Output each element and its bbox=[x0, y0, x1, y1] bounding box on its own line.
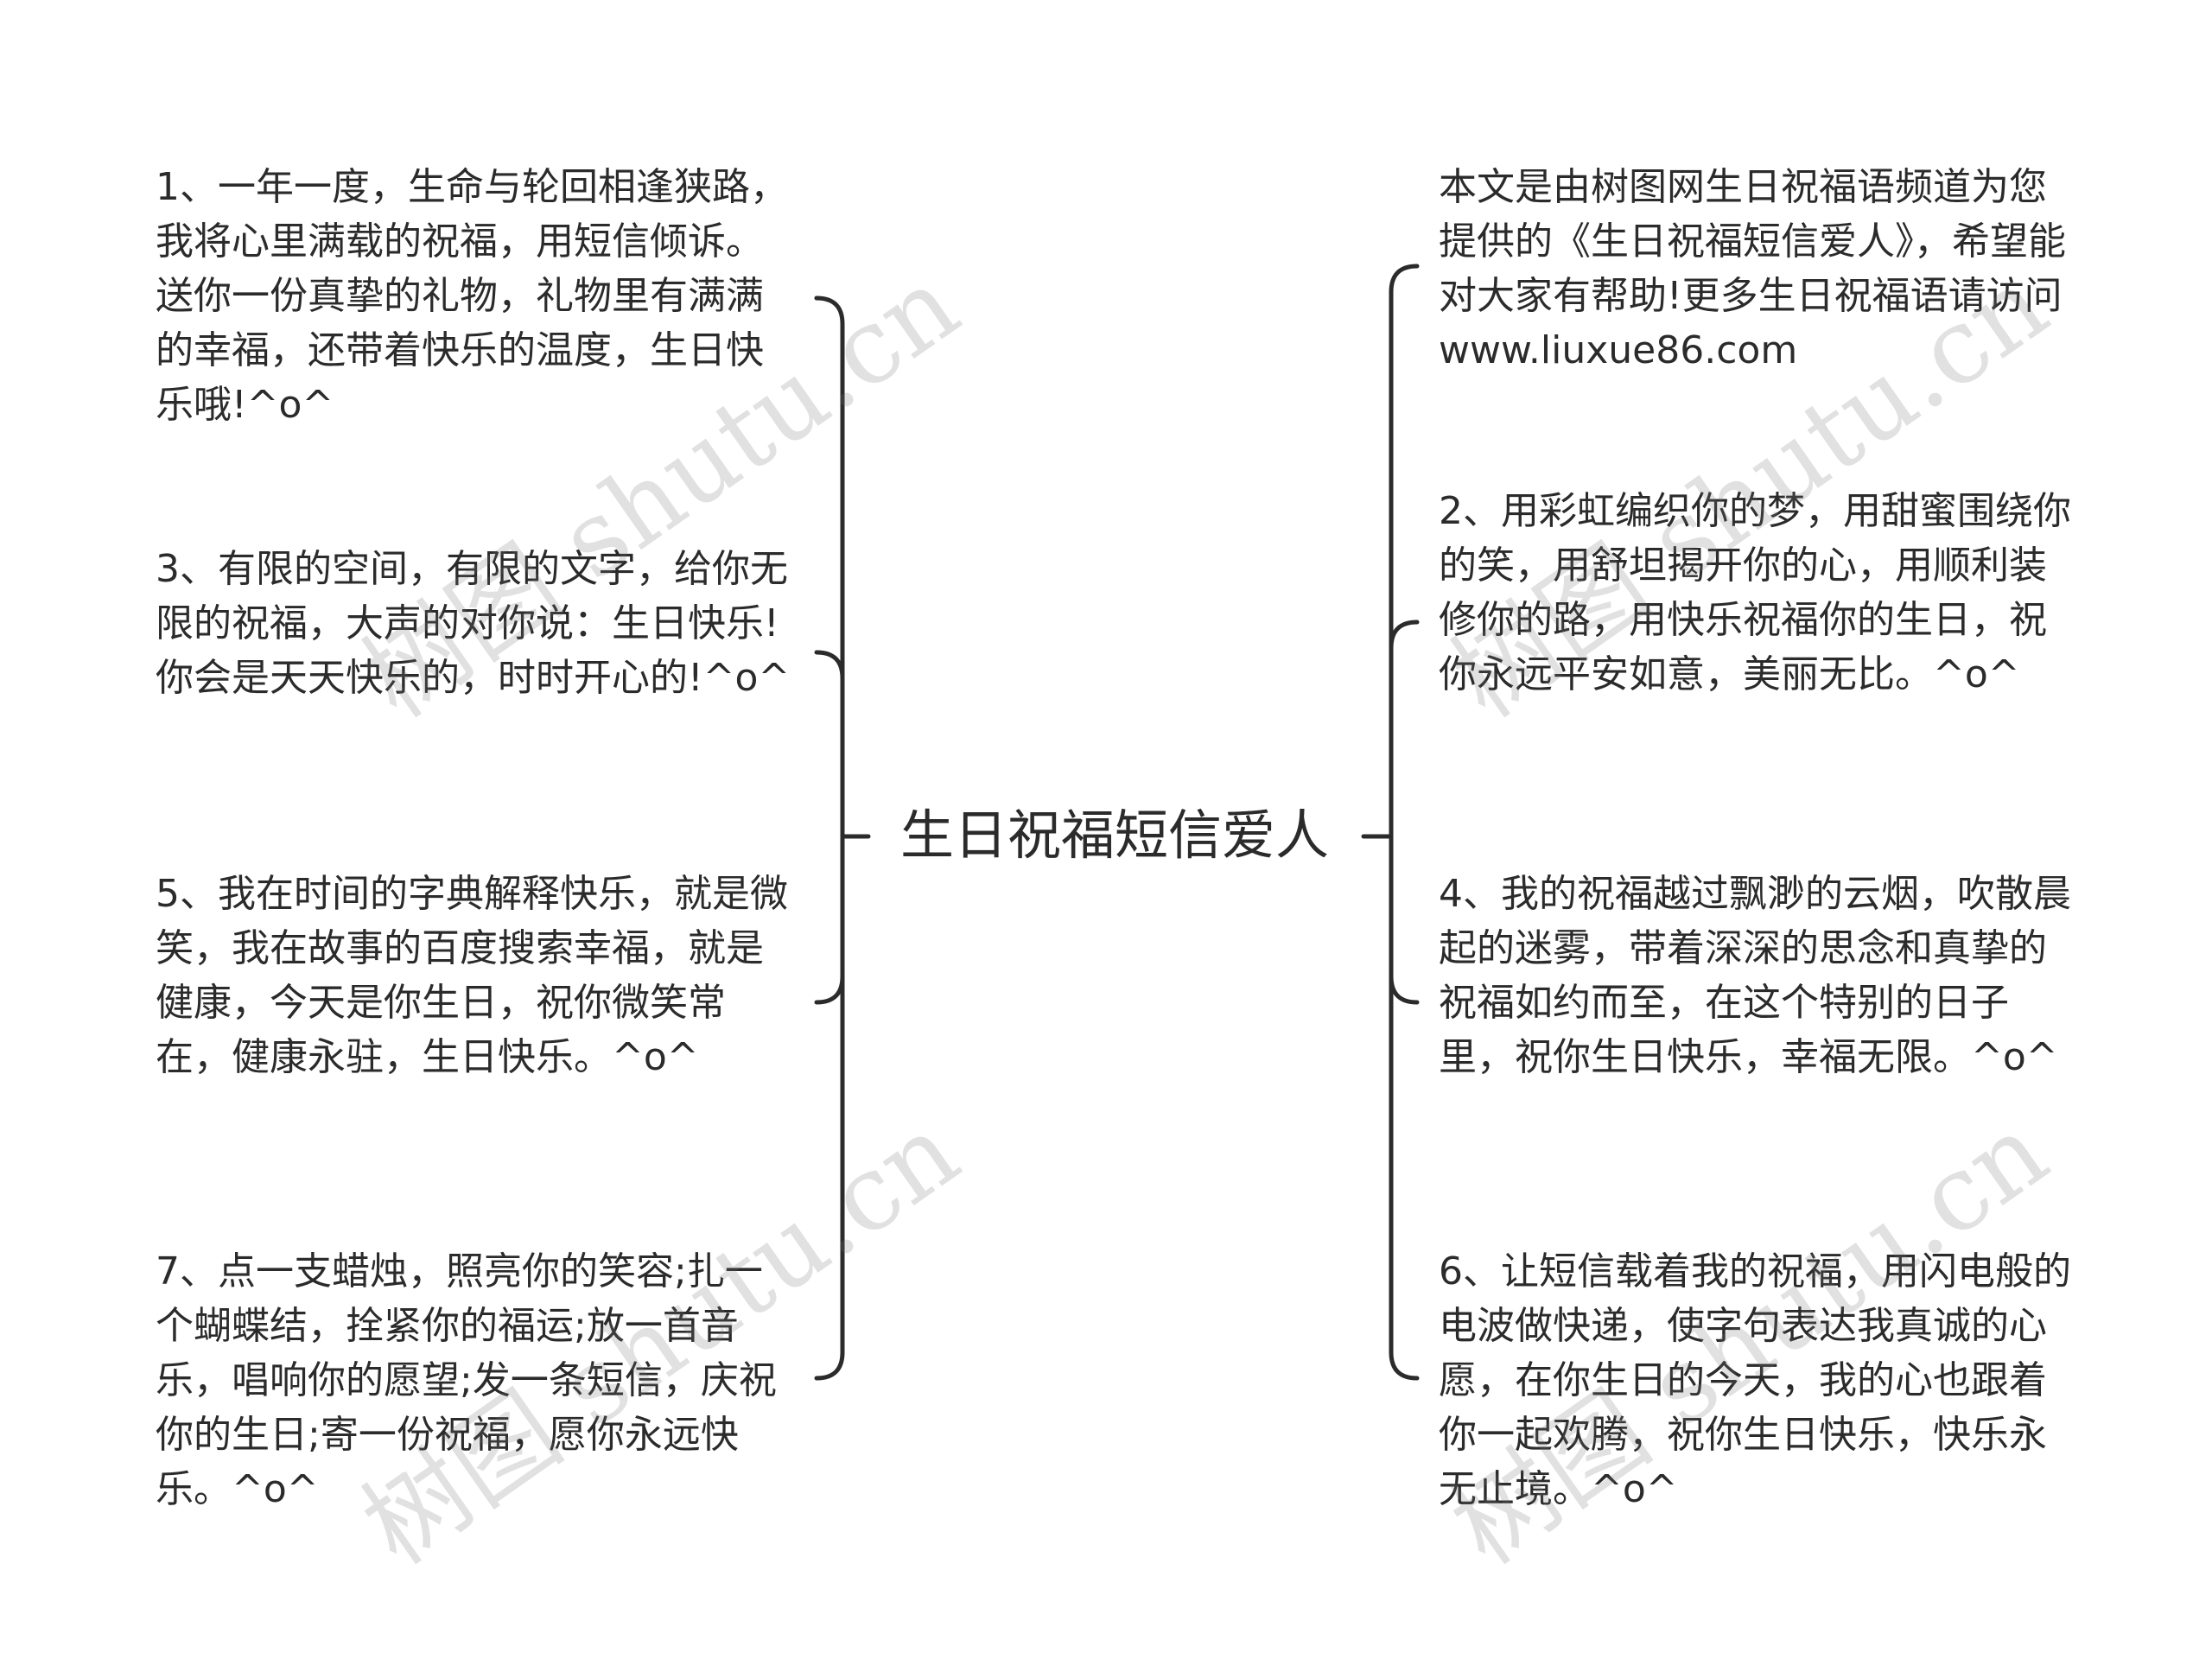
left-node-5[interactable]: 5、我在时间的字典解释快乐，就是微笑，我在故事的百度搜索幸福，就是健康，今天是你… bbox=[156, 872, 788, 1079]
left-branch-3 bbox=[814, 974, 845, 1005]
right-node-6[interactable]: 6、让短信载着我的祝福，用闪电般的电波做快递，使字句表达我真诚的心愿，在你生日的… bbox=[1439, 1249, 2071, 1511]
left-node-3[interactable]: 3、有限的空间，有限的文字，给你无限的祝福，大声的对你说：生日快乐!你会是天天快… bbox=[156, 547, 791, 700]
right-branch-2 bbox=[1389, 620, 1420, 651]
right-node-4[interactable]: 4、我的祝福越过飘渺的云烟，吹散晨起的迷雾，带着深深的思念和真挚的祝福如约而至，… bbox=[1439, 872, 2071, 1079]
right-node-intro[interactable]: 本文是由树图网生日祝福语频道为您提供的《生日祝福短信爱人》，希望能对大家有帮助!… bbox=[1439, 165, 2066, 372]
right-bracket bbox=[1389, 264, 1420, 1381]
right-node-2[interactable]: 2、用彩虹编织你的梦，用甜蜜围绕你的笑，用舒坦揭开你的心，用顺利装修你的路，用快… bbox=[1439, 489, 2071, 696]
right-branch-3 bbox=[1389, 974, 1420, 1005]
central-topic[interactable]: 生日祝福短信爱人 bbox=[899, 804, 1329, 867]
left-node-1[interactable]: 1、一年一度，生命与轮回相逢狭路，我将心里满载的祝福，用短信倾诉。送你一份真挚的… bbox=[156, 165, 788, 427]
left-branch-2 bbox=[814, 650, 845, 681]
left-bracket bbox=[814, 296, 845, 1381]
left-node-7[interactable]: 7、点一支蜡烛，照亮你的笑容;扎一个蝴蝶结，拴紧你的福运;放一首音乐，唱响你的愿… bbox=[156, 1249, 777, 1511]
